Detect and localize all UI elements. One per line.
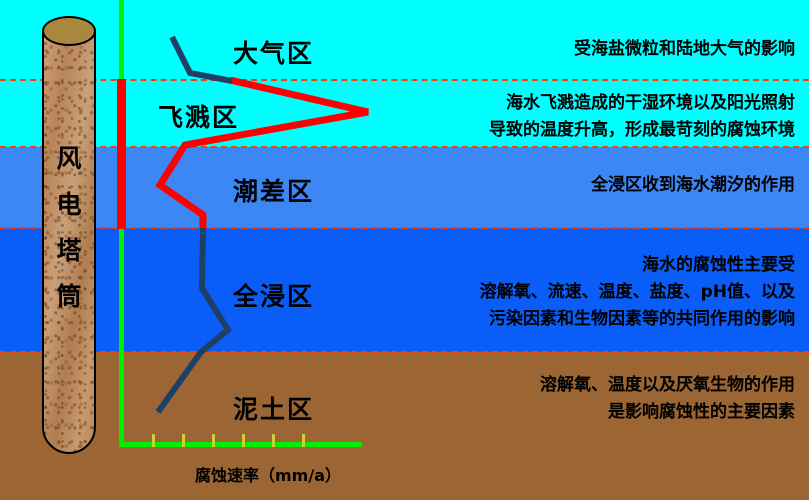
zone-label-splash: 飞溅区 xyxy=(158,103,240,132)
tower-label-char: 电 xyxy=(56,190,82,219)
boundary-immersion-mud xyxy=(0,351,809,353)
baseline-red-vertical xyxy=(117,79,126,229)
zone-band-immersion xyxy=(0,228,809,352)
zone-description-mud: 溶解氧、温度以及厌氧生物的作用 是影响腐蚀性的主要因素 xyxy=(540,375,795,422)
zone-label-immersion: 全浸区 xyxy=(233,282,315,311)
x-axis-caption: 腐蚀速率（mm/a） xyxy=(195,466,341,485)
zone-label-atmosphere: 大气区 xyxy=(233,39,315,68)
zone-description-immersion: 海水的腐蚀性主要受 溶解氧、流速、温度、盐度、pH值、以及 污染因素和生物因素等… xyxy=(479,255,795,329)
tower-label-char: 风 xyxy=(56,144,82,173)
tower-body xyxy=(42,30,96,454)
zone-description-tidal: 全浸区收到海水潮汐的作用 xyxy=(591,175,795,195)
x-axis-tick xyxy=(272,434,275,447)
zone-description-atmosphere: 受海盐微粒和陆地大气的影响 xyxy=(574,39,795,59)
x-axis-tick xyxy=(182,434,185,447)
tower-top-ellipse xyxy=(42,16,96,46)
boundary-splash-tidal xyxy=(0,146,809,148)
tower-label: 风电塔筒 xyxy=(42,136,96,320)
x-axis-tick xyxy=(242,434,245,447)
zone-band-atmosphere xyxy=(0,0,809,147)
x-axis-tick xyxy=(212,434,215,447)
zone-band-tidal xyxy=(0,147,809,228)
x-axis-tick xyxy=(302,434,305,447)
boundary-atmosphere-splash xyxy=(0,79,809,81)
x-axis-tick xyxy=(152,434,155,447)
tower-label-char: 筒 xyxy=(56,282,82,311)
zone-description-splash: 海水飞溅造成的干湿环境以及阳光照射 导致的温度升高，形成最苛刻的腐蚀环境 xyxy=(489,93,795,140)
boundary-tidal-immersion xyxy=(0,227,809,229)
x-axis xyxy=(119,442,362,447)
wind-turbine-tower: 风电塔筒 xyxy=(42,16,100,472)
zone-label-mud: 泥土区 xyxy=(233,395,315,424)
zone-label-tidal: 潮差区 xyxy=(233,177,315,206)
zone-band-mud xyxy=(0,352,809,500)
tower-label-char: 塔 xyxy=(56,236,82,265)
